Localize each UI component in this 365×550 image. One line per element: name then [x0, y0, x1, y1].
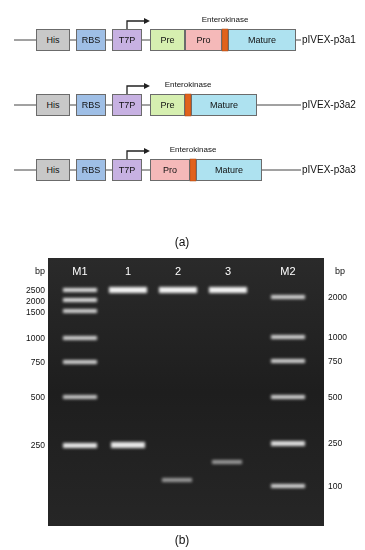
- gel-label: 2000: [26, 297, 45, 306]
- element-label: RBS: [82, 35, 101, 45]
- gene-element-box: His: [36, 159, 70, 181]
- element-label: RBS: [82, 100, 101, 110]
- gel-label: 250: [31, 441, 45, 450]
- dna-band: [63, 287, 305, 488]
- gel-label: 750: [31, 358, 45, 367]
- gene-element-box: Pre: [150, 29, 185, 51]
- gel-image: [48, 258, 324, 526]
- annotation-label: Enterokinase: [170, 146, 217, 154]
- gene-element-box: RBS: [76, 159, 106, 181]
- gene-element-box: Pre: [150, 94, 185, 116]
- element-label: T7P: [119, 35, 136, 45]
- gel-label: 500: [31, 393, 45, 402]
- annotation-label: pIVEX-p3a1: [302, 35, 356, 45]
- gel-label: 750: [328, 357, 342, 366]
- element-label: Pro: [163, 165, 177, 175]
- element-label: Mature: [248, 35, 276, 45]
- gene-element-box: His: [36, 29, 70, 51]
- annotation-label: pIVEX-p3a2: [302, 100, 356, 110]
- gene-element-box: Mature: [191, 94, 257, 116]
- annotation-label: Enterokinase: [202, 16, 249, 24]
- backbone-line: [14, 40, 301, 170]
- gene-element-box: Mature: [196, 159, 262, 181]
- gel-label: 1500: [26, 308, 45, 317]
- element-label: Pre: [160, 35, 174, 45]
- gel-label: 1000: [328, 333, 347, 342]
- gel-label: 3: [225, 266, 231, 277]
- element-label: Mature: [215, 165, 243, 175]
- element-label: Pro: [196, 35, 210, 45]
- gel-label: 2000: [328, 293, 347, 302]
- gel-label: 500: [328, 393, 342, 402]
- element-label: His: [47, 35, 60, 45]
- gel-label: 1: [125, 266, 131, 277]
- gel-label: 250: [328, 439, 342, 448]
- gene-element-box: T7P: [112, 159, 142, 181]
- gel-label: M2: [280, 266, 295, 277]
- gel-label: 100: [328, 482, 342, 491]
- gel-label: (b): [175, 534, 190, 546]
- backbone-connector: [142, 105, 150, 106]
- element-label: T7P: [119, 165, 136, 175]
- gel-label: M1: [72, 266, 87, 277]
- gel-label: 2: [175, 266, 181, 277]
- gene-element-box: T7P: [112, 94, 142, 116]
- element-label: Mature: [210, 100, 238, 110]
- gene-element-box: His: [36, 94, 70, 116]
- gene-element-box: RBS: [76, 29, 106, 51]
- annotation-label: pIVEX-p3a3: [302, 165, 356, 175]
- gel-label: 1000: [26, 334, 45, 343]
- gene-element-box: Pro: [150, 159, 190, 181]
- backbone-connector: [142, 40, 150, 41]
- element-label: His: [47, 100, 60, 110]
- element-label: Pre: [160, 100, 174, 110]
- gel-label: bp: [335, 267, 345, 276]
- element-label: T7P: [119, 100, 136, 110]
- gel-label: 2500: [26, 286, 45, 295]
- annotation-label: (a): [175, 236, 190, 248]
- gene-element-box: Pro: [185, 29, 222, 51]
- element-label: RBS: [82, 165, 101, 175]
- gene-element-box: Mature: [228, 29, 296, 51]
- element-label: His: [47, 165, 60, 175]
- gel-label: bp: [35, 267, 45, 276]
- backbone-connector: [142, 170, 150, 171]
- gene-element-box: T7P: [112, 29, 142, 51]
- gene-element-box: RBS: [76, 94, 106, 116]
- annotation-label: Enterokinase: [165, 81, 212, 89]
